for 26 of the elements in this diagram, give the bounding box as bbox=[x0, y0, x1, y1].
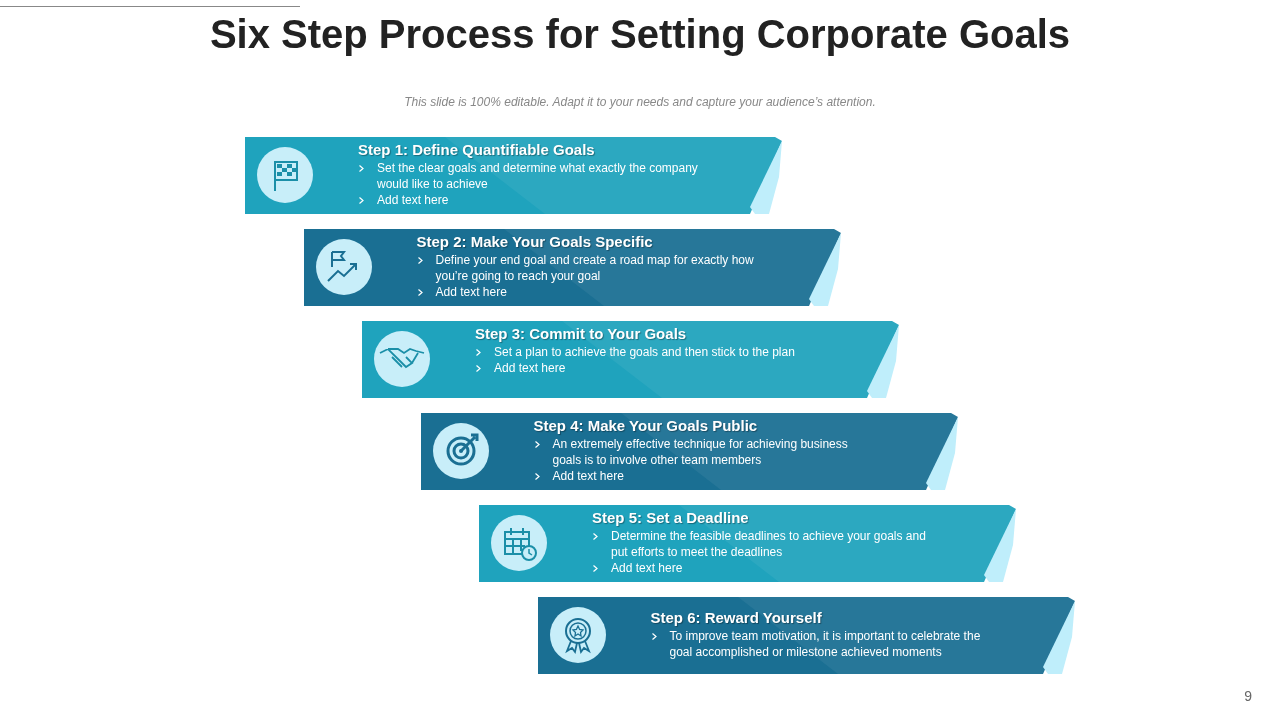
step-banner bbox=[245, 137, 785, 214]
bullet-text: To improve team motivation, it is important to celebrate the goal accomplished or milestone achieved moments bbox=[650, 628, 996, 660]
bullet-text: Add text here bbox=[533, 468, 879, 484]
bullet-text: Set a plan to achieve the goals and then stick to the plan bbox=[475, 344, 820, 360]
bullet-text: Define your end goal and create a road map for exactly how you’re going to reach your goal bbox=[416, 252, 762, 284]
step-banner bbox=[303, 229, 844, 306]
step-banner bbox=[537, 597, 1078, 674]
step-heading: Step 6: Reward Yourself bbox=[650, 609, 823, 626]
step-heading: Step 4: Make Your Goals Public bbox=[533, 417, 759, 434]
step-banner bbox=[420, 413, 961, 490]
bullet-text: Add text here bbox=[416, 284, 762, 300]
step-heading: Step 1: Define Quantifiable Goals bbox=[358, 141, 596, 158]
step-heading: Step 3: Commit to Your Goals bbox=[475, 325, 688, 342]
bullet-text: An extremely effective technique for achieving business goals is to involve other team members bbox=[533, 436, 879, 468]
step-banner bbox=[479, 505, 1019, 582]
bullet-text: Add text here bbox=[475, 360, 820, 376]
subtitle-note: This slide is 100% editable. Adapt it to your needs and capture your audience’s attention. bbox=[403, 95, 877, 109]
step-heading: Step 5: Set a Deadline bbox=[592, 509, 750, 526]
bullet-text: Add text here bbox=[358, 192, 703, 208]
bullet-text: Determine the feasible deadlines to achieve your goals and put efforts to meet the deadlines bbox=[592, 528, 937, 560]
bullet-text: Add text here bbox=[592, 560, 937, 576]
slide-title: Six Step Process for Setting Corporate Goals bbox=[208, 12, 1072, 57]
step-heading: Step 2: Make Your Goals Specific bbox=[416, 233, 654, 250]
step-banner bbox=[362, 321, 902, 398]
page-number: 9 bbox=[1244, 688, 1252, 704]
bullet-text: Set the clear goals and determine what exactly the company would like to achieve bbox=[358, 160, 703, 192]
